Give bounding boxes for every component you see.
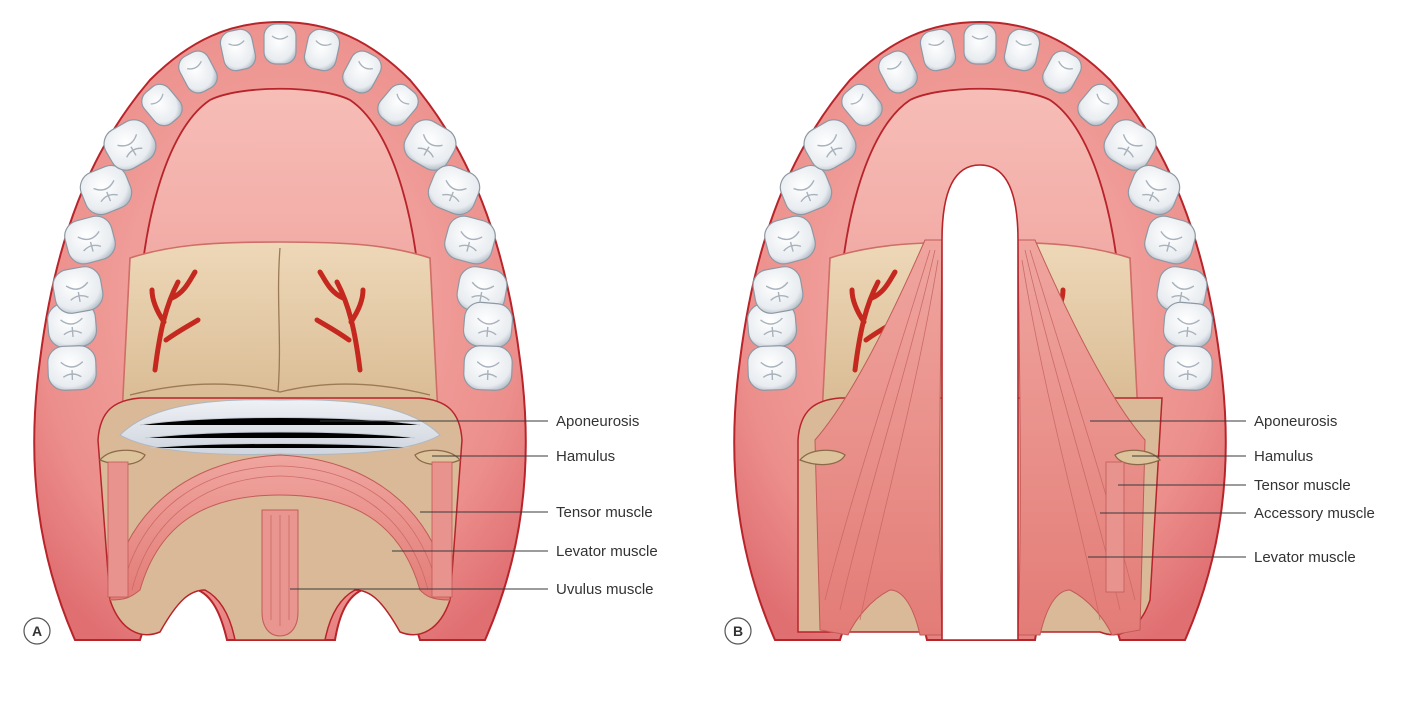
labels-b: Aponeurosis Hamulus Tensor muscle Access… <box>1254 413 1375 566</box>
label-aponeurosis-a: Aponeurosis <box>556 413 639 430</box>
palate-illustration-b <box>734 22 1226 640</box>
leader-lines-a <box>290 420 548 590</box>
panel-b: Aponeurosis Hamulus Tensor muscle Access… <box>724 22 1375 645</box>
label-levator-a: Levator muscle <box>556 543 658 560</box>
labels-a: Aponeurosis Hamulus Tensor muscle Levato… <box>556 413 658 598</box>
panel-letter-badge-b: B <box>724 617 752 645</box>
panel-letter-a: A <box>32 623 42 639</box>
label-aponeurosis-b: Aponeurosis <box>1254 413 1337 430</box>
label-tensor-a: Tensor muscle <box>556 504 653 521</box>
label-hamulus-b: Hamulus <box>1254 448 1313 465</box>
panel-a: Aponeurosis Hamulus Tensor muscle Levato… <box>23 22 658 645</box>
label-levator-b: Levator muscle <box>1254 549 1356 566</box>
panel-letter-b: B <box>733 623 743 639</box>
label-accessory-b: Accessory muscle <box>1254 505 1375 522</box>
leader-lines-b <box>1088 420 1246 558</box>
palate-illustration-a <box>34 22 526 640</box>
label-uvulus-a: Uvulus muscle <box>556 581 654 598</box>
label-hamulus-a: Hamulus <box>556 448 615 465</box>
panel-letter-badge-a: A <box>23 617 51 645</box>
label-tensor-b: Tensor muscle <box>1254 477 1351 494</box>
